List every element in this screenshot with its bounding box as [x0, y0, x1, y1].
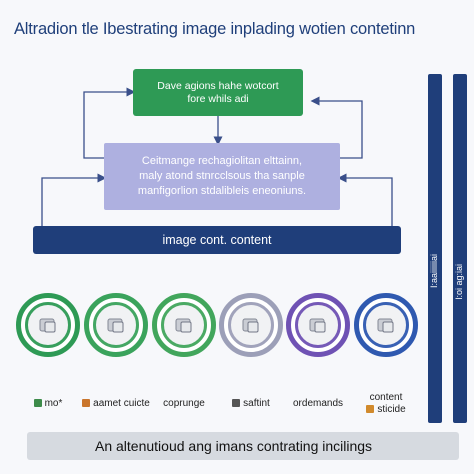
process-circle-5	[286, 293, 350, 357]
right-vertical-label: l:oi ag:iai	[454, 264, 464, 300]
left-bracket-line	[41, 173, 107, 226]
circle-inner-ring	[25, 302, 71, 348]
caption-line-2: sticide	[346, 404, 426, 416]
circle-inner-ring	[295, 302, 341, 348]
right-bracket-line	[337, 173, 393, 226]
caption-text: ordemands	[292, 398, 344, 409]
left-vertical-label: I:aaiiiiiiai	[429, 254, 439, 289]
circle-inner-ring	[363, 302, 409, 348]
process-circle-1	[16, 293, 80, 357]
middle-box-line-2: maly atond stnrcclsous tha sanple	[139, 170, 305, 182]
left-vertical-bar: I:aaiiiiiiai	[428, 74, 442, 423]
middle-box-line-3: manfigorlion stdalibleis eneoniuns.	[137, 185, 307, 197]
process-circle-4	[219, 293, 283, 357]
device-icon	[175, 318, 192, 333]
circle-inner-ring	[93, 302, 139, 348]
caption-line-1: content	[369, 392, 403, 403]
process-circle-6	[354, 293, 418, 357]
circle-inner-ring	[228, 302, 274, 348]
diagram-title: Altradion tle Ibestrating image inpladin…	[14, 20, 416, 38]
caption-icon	[82, 399, 91, 407]
caption-icon	[232, 399, 241, 407]
middle-process-box: Ceitmange rechagiolitan elttainn, maly a…	[104, 143, 340, 210]
caption-icon	[366, 405, 375, 413]
circle-caption-2: aamet cuicte	[76, 398, 156, 410]
circle-caption-1: mo*	[8, 398, 88, 410]
circle-inner-ring	[161, 302, 207, 348]
circle-caption-3: coprunge	[144, 398, 224, 410]
caption-text: saftint	[243, 398, 270, 409]
circle-caption-5: ordemands	[278, 398, 358, 410]
bottom-summary-bar: An altenutioud ang imans contrating inci…	[27, 432, 459, 460]
device-icon	[107, 318, 124, 333]
process-circle-3	[152, 293, 216, 357]
right-vertical-bar: l:oi ag:iai	[453, 74, 467, 423]
caption-text: mo*	[44, 398, 63, 409]
middle-box-line-1: Ceitmange rechagiolitan elttainn,	[141, 155, 303, 167]
top-process-box: Dave agions hahe wotcort fore whils adi	[133, 69, 303, 116]
caption-text: aamet cuicte	[93, 398, 150, 409]
process-circle-2	[84, 293, 148, 357]
circle-caption-4: saftint	[211, 398, 291, 410]
right-connector-arrow	[310, 96, 363, 159]
left-connector-arrow	[83, 87, 136, 159]
caption-text: coprunge	[163, 398, 205, 409]
device-icon	[309, 318, 326, 333]
device-icon	[242, 318, 259, 333]
top-box-line-2: fore whils adi	[187, 92, 249, 105]
device-icon	[39, 318, 56, 333]
device-icon	[377, 318, 394, 333]
caption-icon	[33, 399, 42, 407]
main-content-bar: image cont. content	[33, 226, 401, 254]
top-box-line-1: Dave agions hahe wotcort	[157, 79, 279, 92]
